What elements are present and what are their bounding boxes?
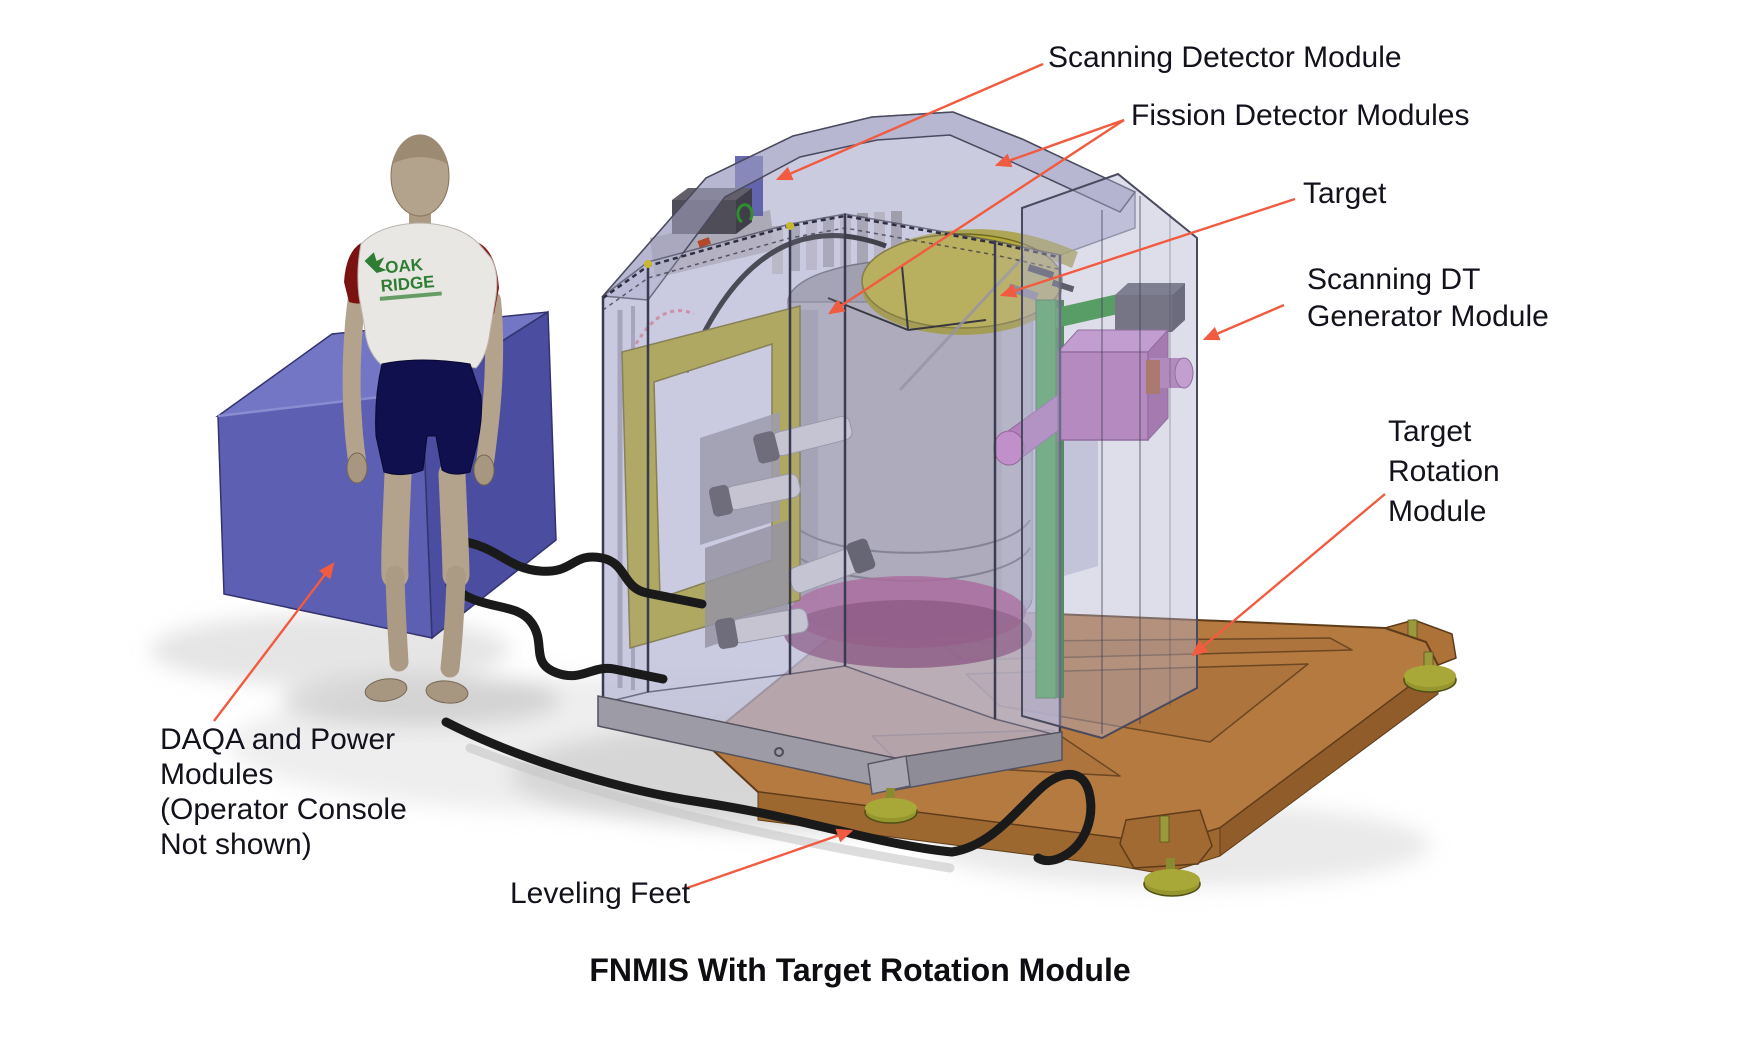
label-daqa-power-modules: DAQA and Power Modules (Operator Console… [160,723,407,861]
arrow-target [999,197,1296,298]
label-scanning-dt-generator: Scanning DT Generator Module [1307,263,1549,333]
leveling-foot-machine [864,755,918,824]
green-clip [736,203,754,224]
arrow-daqa [213,562,335,722]
figure-caption: FNMIS With Target Rotation Module [589,952,1131,988]
leveling-foot-right [1403,651,1457,693]
label-scanning-detector-module: Scanning Detector Module [1048,41,1402,74]
arrow-fission-drum [827,118,1125,315]
detector-carriage [1115,283,1185,332]
dt-generator-housing [1021,172,1198,740]
arrow-dt-generator [1202,303,1285,341]
arrow-rotation-module [1191,493,1386,657]
label-leveling-feet: Leveling Feet [510,877,691,910]
target-disc [827,233,1075,392]
enclosure-front-panels [597,111,1198,824]
label-fission-detector-modules: Fission Detector Modules [1131,99,1470,132]
arrow-scanning-detector [775,62,1044,181]
arrow-fission-top [994,118,1125,168]
label-target: Target [1303,177,1387,210]
mannequin: OAK RIDGE [342,134,504,704]
label-target-rotation-module: Target Rotation Module [1388,415,1500,528]
arrow-leveling-feet [683,828,854,891]
leveling-foot-front [1119,809,1213,897]
dt-generator [993,328,1194,466]
svg-text:OAK: OAK [384,255,424,277]
svg-text:RIDGE: RIDGE [380,272,435,296]
shirt-logo: OAK RIDGE [364,252,442,301]
power-cables [445,535,707,684]
callout-arrows [213,62,1386,891]
front-cable [441,717,1096,873]
